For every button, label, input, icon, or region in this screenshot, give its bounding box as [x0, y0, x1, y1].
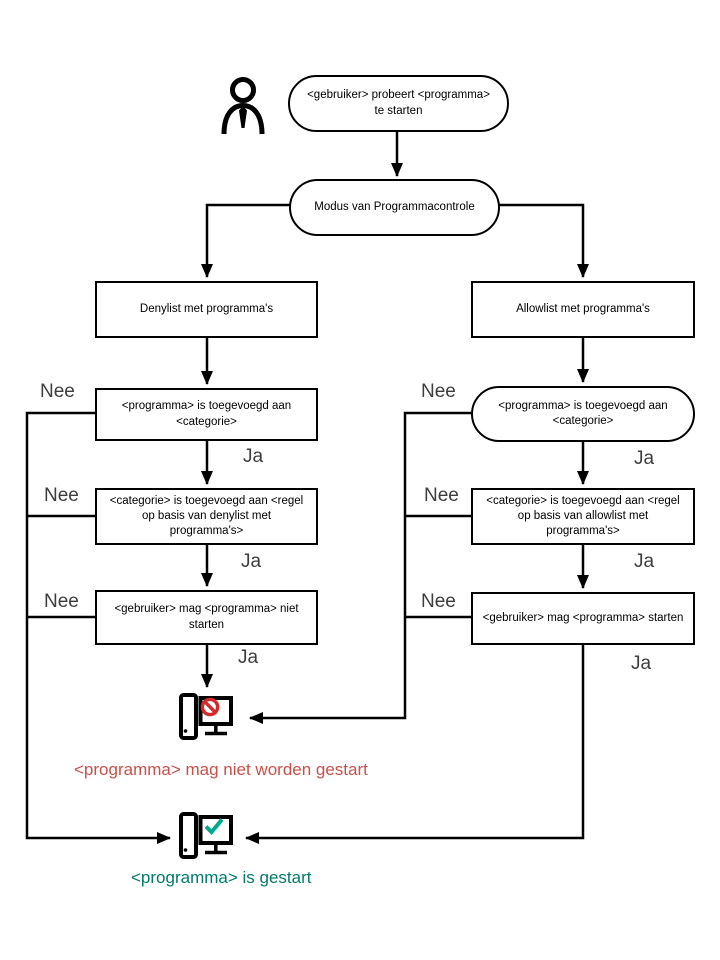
label-nee: Nee: [44, 485, 79, 506]
node-start: <gebruiker> probeert <programma> te star…: [288, 75, 509, 132]
node-application-control-mode: Modus van Programmacontrole: [289, 179, 500, 236]
label-nee: Nee: [424, 485, 459, 506]
node-deny-result: <gebruiker> mag <programma> niet starten: [95, 590, 318, 645]
connector-deny-nee-trunk: [25, 411, 171, 844]
label-ja: Ja: [243, 446, 264, 467]
label-nee: Nee: [421, 591, 456, 612]
connector-mode-to-allowlist: [497, 203, 589, 278]
label-nee: Nee: [421, 381, 456, 402]
node-allow-check-category: <categorie> is toegevoegd aan <regel op …: [471, 488, 695, 545]
connector-allow-nee-trunk-to-blocked: [249, 411, 471, 724]
node-allowlist: Allowlist met programma's: [471, 281, 695, 338]
connector-allow-ja3-to-started: [245, 645, 585, 844]
node-deny-check-category: <categorie> is toegevoegd aan <regel op …: [95, 488, 318, 545]
started-outcome-text: <programma> is gestart: [131, 868, 312, 887]
node-deny-check-program: <programma> is toegevoegd aan <categorie…: [95, 388, 318, 441]
node-allow-check-program: <programma> is toegevoegd aan <categorie…: [471, 386, 695, 442]
connector-mode-to-denylist: [201, 203, 293, 278]
blocked-outcome-text: <programma> mag niet worden gestart: [74, 760, 368, 779]
computer-blocked-icon: [178, 691, 234, 744]
node-denylist: Denylist met programma's: [95, 281, 318, 338]
computer-started-icon: [178, 810, 234, 863]
user-icon: [220, 76, 266, 136]
label-ja: Ja: [241, 551, 262, 572]
label-nee: Nee: [44, 591, 79, 612]
label-ja: Ja: [631, 653, 652, 674]
label-ja: Ja: [634, 551, 655, 572]
node-allow-result: <gebruiker> mag <programma> starten: [471, 592, 695, 645]
label-nee: Nee: [40, 381, 75, 402]
label-ja: Ja: [238, 647, 259, 668]
label-ja: Ja: [634, 448, 655, 469]
